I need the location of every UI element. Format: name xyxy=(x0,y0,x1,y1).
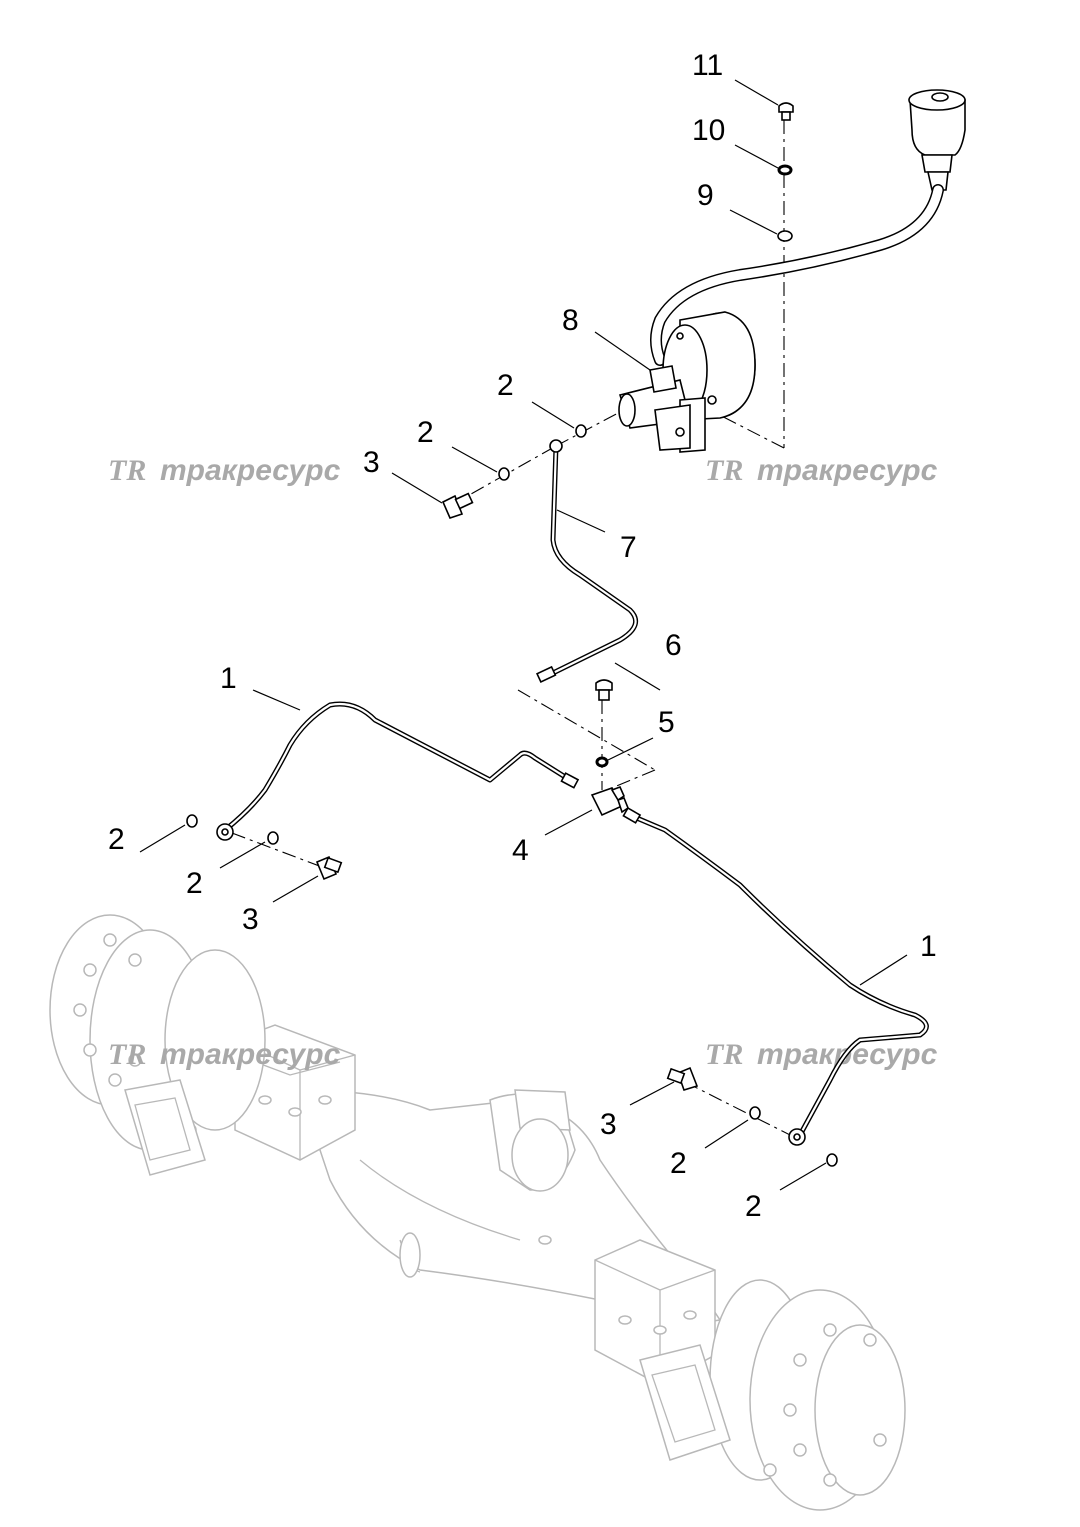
tee-fitting-4 xyxy=(590,785,629,817)
callout-3-left: 3 xyxy=(242,903,259,936)
axle-assembly xyxy=(49,914,906,1511)
pipe-7 xyxy=(535,439,639,683)
washer-2-left-inner xyxy=(267,831,279,845)
brake-master-cylinder xyxy=(618,311,756,453)
callout-11: 11 xyxy=(692,49,723,82)
washer-5 xyxy=(595,756,609,768)
leader-lines xyxy=(139,79,908,1191)
callout-4: 4 xyxy=(512,834,529,867)
bolt-6 xyxy=(595,679,613,701)
callout-7: 7 xyxy=(620,531,637,564)
washer-10 xyxy=(777,164,793,176)
washer-2-right-outer xyxy=(826,1153,838,1167)
pipe-1-left xyxy=(216,701,580,841)
watermark-text: тракресурс xyxy=(160,1038,341,1071)
banjo-bolt-3-right xyxy=(666,1066,699,1091)
callout-8: 8 xyxy=(562,304,579,337)
reservoir-hose xyxy=(650,184,944,366)
callout-5: 5 xyxy=(658,706,675,739)
watermark-logo: TR xyxy=(705,454,743,487)
watermark-4: TR тракресурс xyxy=(705,1038,938,1071)
watermark-text: тракресурс xyxy=(757,454,938,487)
callout-2-left-outer: 2 xyxy=(108,823,125,856)
callout-1-right: 1 xyxy=(920,930,937,963)
callout-9: 9 xyxy=(697,179,714,212)
banjo-bolt-3-left xyxy=(315,855,343,881)
watermark-logo: TR xyxy=(108,454,146,487)
callout-2-right-outer: 2 xyxy=(745,1190,762,1223)
right-hub-bolts xyxy=(763,1323,887,1487)
callout-2-right-inner: 2 xyxy=(670,1147,687,1180)
callout-10: 10 xyxy=(692,114,725,147)
washer-2-upper-left xyxy=(498,467,510,481)
watermark-logo: TR xyxy=(705,1038,743,1071)
callout-2-upper-left: 2 xyxy=(417,416,434,449)
callout-2-top: 2 xyxy=(497,369,514,402)
callout-6: 6 xyxy=(665,629,682,662)
watermark-1: TR тракресурс xyxy=(108,454,341,487)
pipe-1-right xyxy=(622,806,929,1146)
callout-labels: 11 10 9 8 2 2 3 7 6 1 5 2 4 2 3 1 3 2 2 xyxy=(108,49,937,1223)
center-lines xyxy=(231,120,801,1141)
banjo-bolt-3-top xyxy=(441,492,474,519)
watermark-logo: TR xyxy=(108,1038,146,1071)
washer-9 xyxy=(777,230,793,242)
callout-2-left-inner: 2 xyxy=(186,867,203,900)
washer-2-right-inner xyxy=(749,1106,761,1120)
washer-2-top xyxy=(575,424,587,438)
callout-3-right: 3 xyxy=(600,1108,617,1141)
washer-2-left-outer xyxy=(186,814,198,828)
callout-3-top: 3 xyxy=(363,446,380,479)
bolt-11 xyxy=(778,102,794,121)
watermark-3: TR тракресурс xyxy=(108,1038,341,1071)
fluid-reservoir xyxy=(908,89,966,191)
callout-1-left: 1 xyxy=(220,662,237,695)
watermark-2: TR тракресурс xyxy=(705,454,938,487)
watermark-text: тракресурс xyxy=(160,454,341,487)
